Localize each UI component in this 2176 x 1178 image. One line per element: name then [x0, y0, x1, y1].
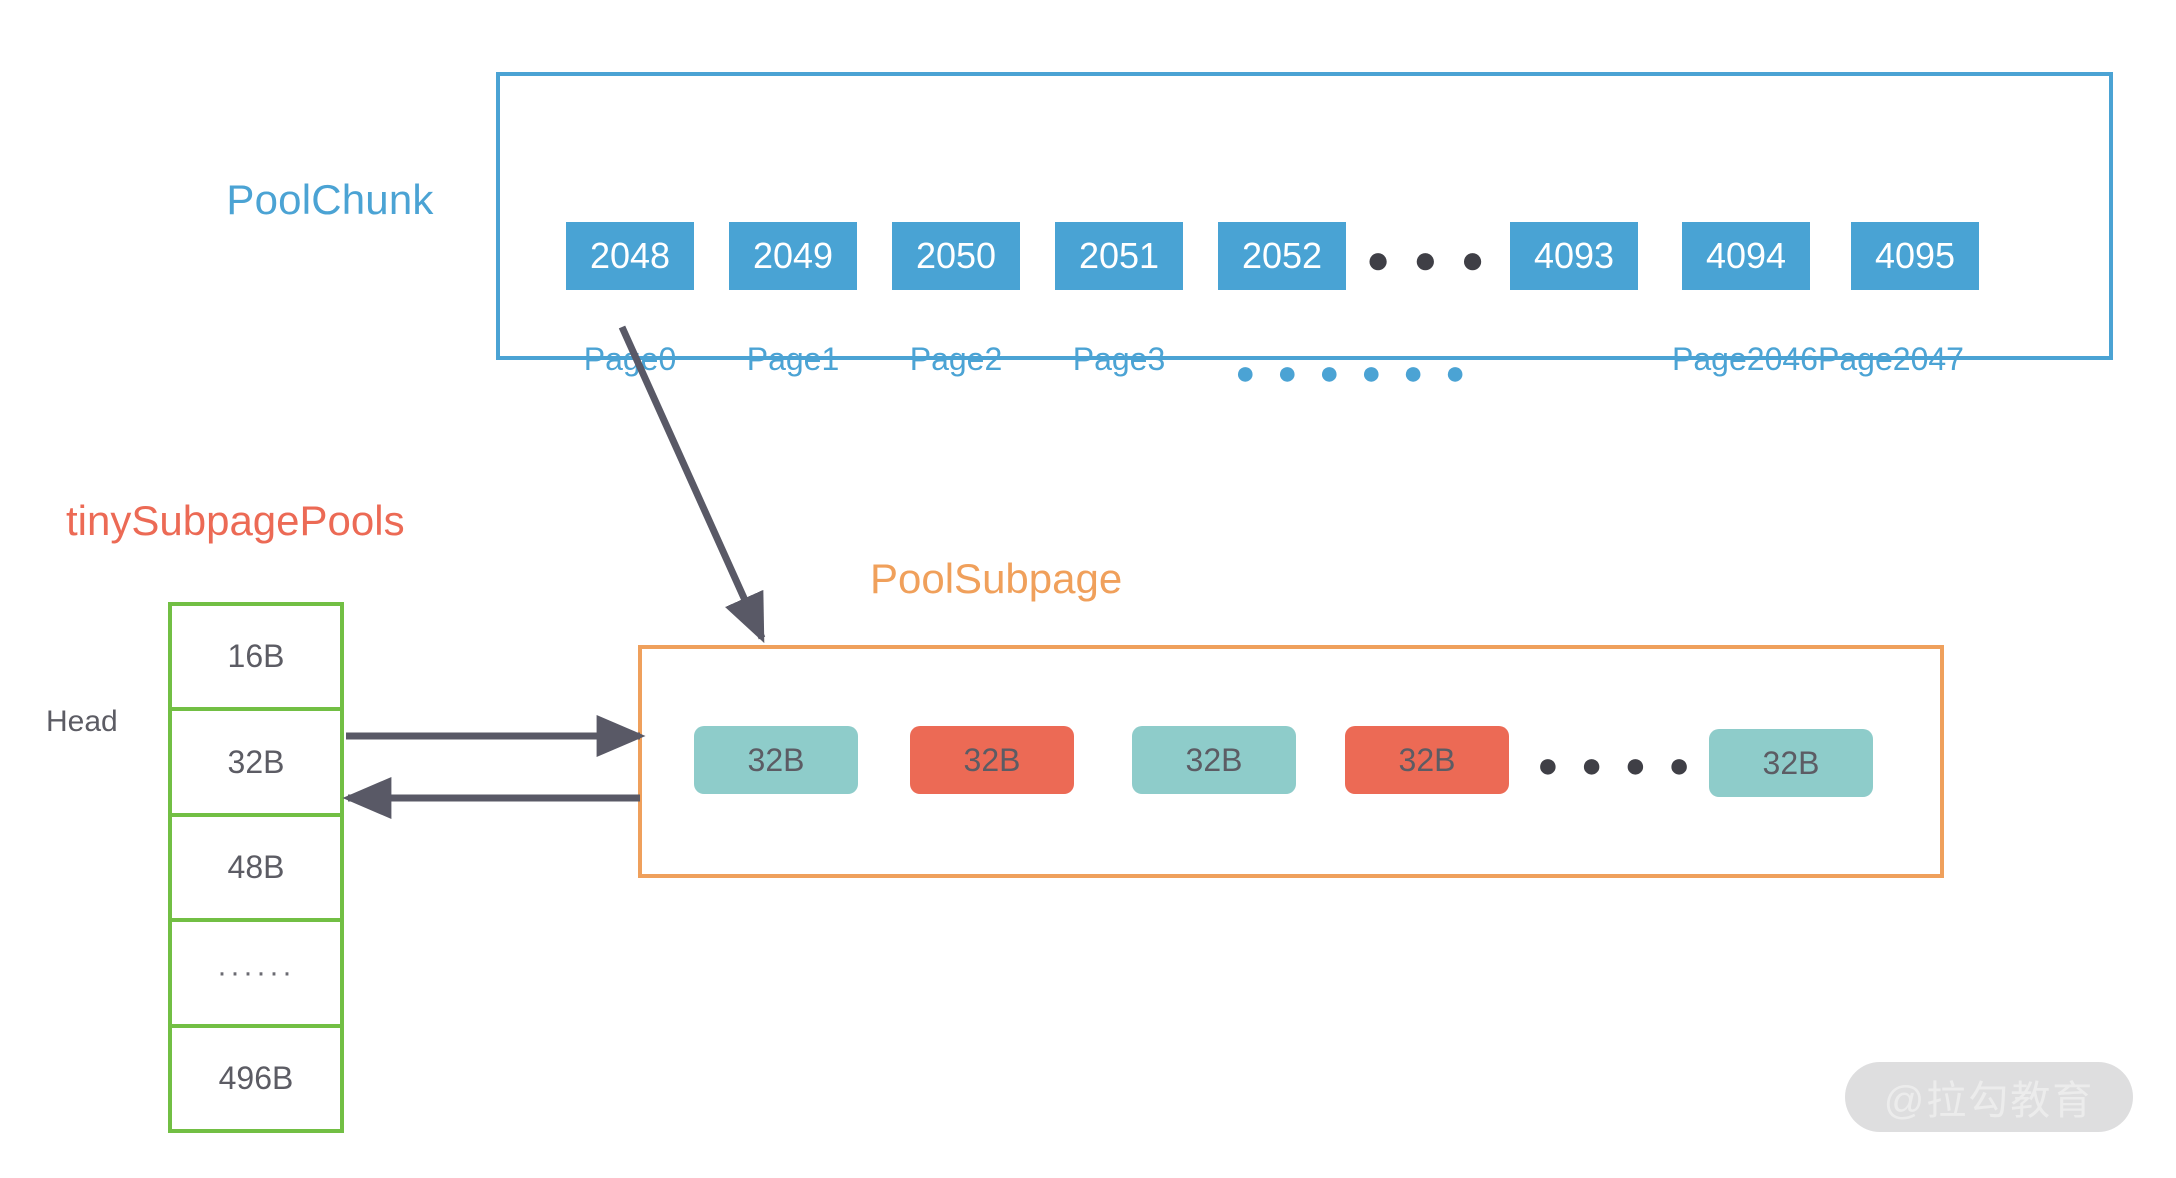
chunk-cell-4[interactable]: 2052	[1218, 222, 1346, 290]
page-label-2: Page2	[909, 341, 1003, 377]
page-label-0: Page0	[583, 341, 677, 377]
page-ellipsis-icon: ● ● ● ● ● ●	[1235, 354, 1472, 392]
chunk-cell-1[interactable]: 2049	[729, 222, 857, 290]
poolchunk-title: PoolChunk	[226, 176, 434, 223]
subpage-block-3-used[interactable]: 32B	[1345, 726, 1509, 794]
tiny-subpage-pools-title: tinySubpagePools	[66, 497, 405, 544]
chunk-cell-3[interactable]: 2051	[1055, 222, 1183, 290]
head-label: Head	[46, 705, 118, 738]
subpage-block-2-free[interactable]: 32B	[1132, 726, 1296, 794]
chunk-cell-2[interactable]: 2050	[892, 222, 1020, 290]
watermark-text: @拉勾教育	[1883, 1079, 2095, 1123]
subpage-block-1-used[interactable]: 32B	[910, 726, 1074, 794]
chunk-cell-5[interactable]: 4093	[1510, 222, 1638, 290]
pool-size-cell-496b[interactable]: 496B	[218, 1059, 294, 1096]
poolsubpage-container: 32B 32B 32B 32B ● ● ● ● ● ● 32B	[638, 645, 1944, 878]
tiny-subpage-pools-column: 16B 32B 48B ······ 496B	[168, 602, 344, 1133]
watermark-badge: @拉勾教育	[1845, 1062, 2133, 1132]
page-label-1: Page1	[746, 341, 840, 377]
poolchunk-container: 2048 2049 2050 2051 2052 ● ● ● ● ● ● 409…	[496, 72, 2113, 390]
pool-size-cell-48b[interactable]: 48B	[172, 817, 340, 923]
pool-size-cell-32b[interactable]: 32B	[172, 711, 340, 817]
chunk-cell-0[interactable]: 2048	[566, 222, 694, 290]
chunk-cell-7[interactable]: 4095	[1851, 222, 1979, 290]
page-label-2046: Page2046	[1672, 341, 1818, 377]
poolsubpage-title: PoolSubpage	[870, 555, 1123, 602]
page-label-3: Page3	[1072, 341, 1166, 377]
subpage-block-4-free[interactable]: 32B	[1709, 729, 1873, 797]
pool-size-cell-16b[interactable]: 16B	[172, 606, 340, 712]
pool-size-cell-ellipsis: ······	[172, 922, 340, 1028]
chunk-cell-6[interactable]: 4094	[1682, 222, 1810, 290]
subpage-block-0-free[interactable]: 32B	[694, 726, 858, 794]
page-label-2047: Page2047	[1818, 341, 1964, 377]
